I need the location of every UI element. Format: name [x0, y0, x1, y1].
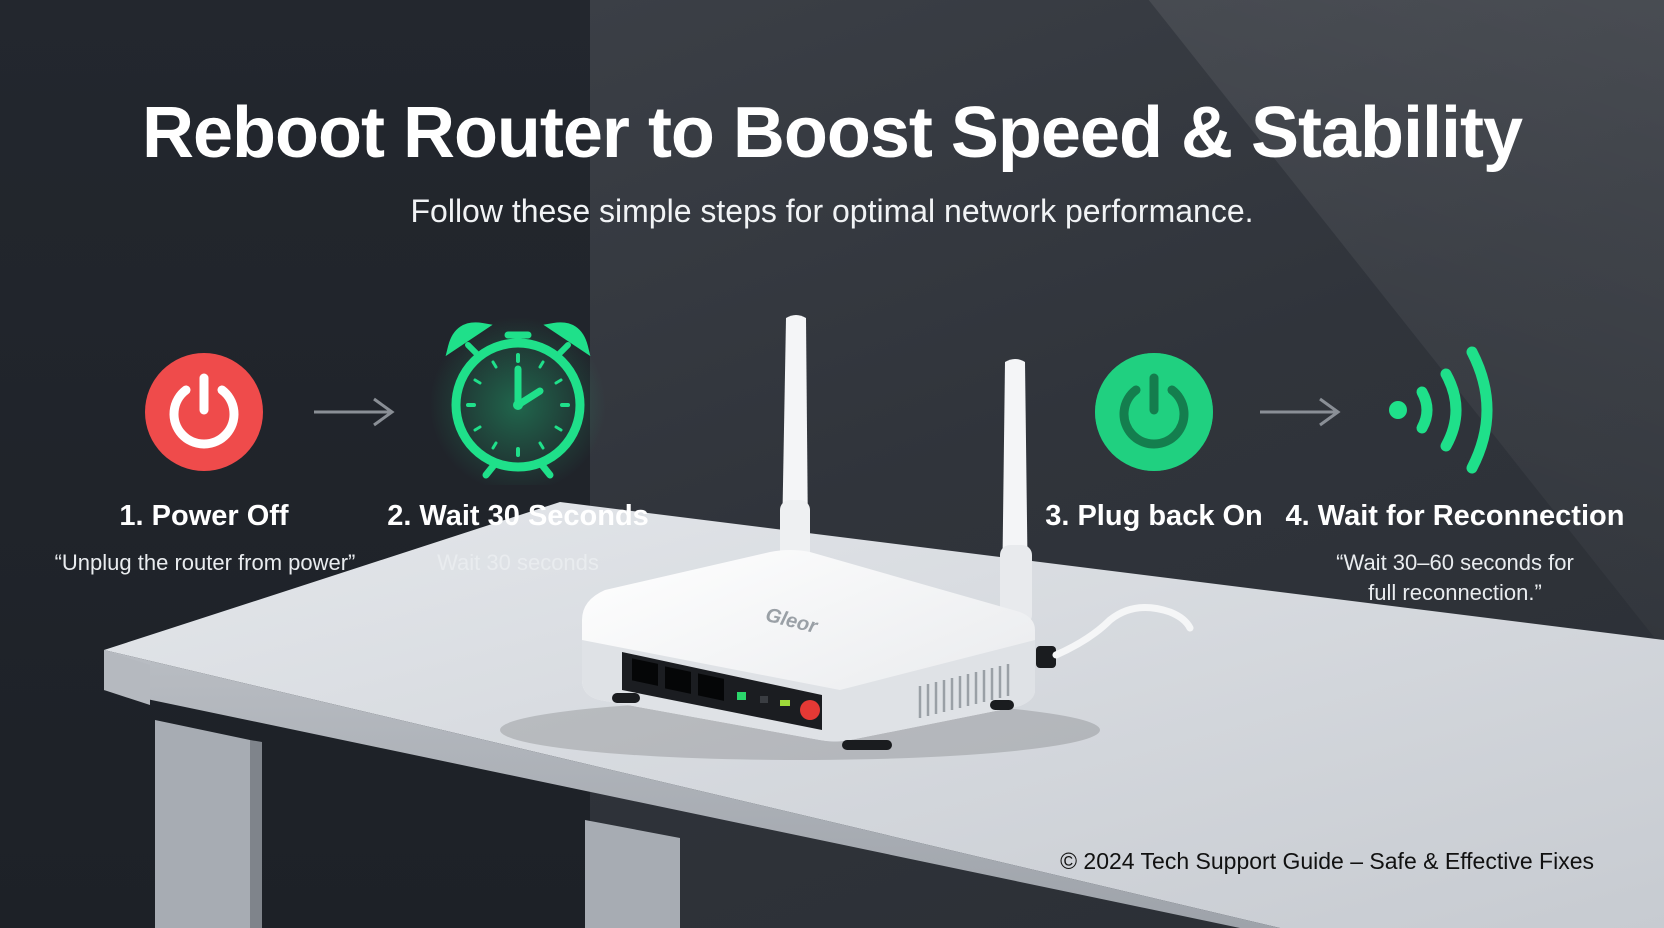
power-on-icon [1095, 353, 1213, 471]
step-4-label: 4. Wait for Reconnection [1285, 500, 1625, 532]
step-4-description-line-2: full reconnection.” [1368, 580, 1542, 605]
page-title: Reboot Router to Boost Speed & Stability [141, 93, 1523, 173]
router [582, 550, 1194, 750]
step-4-description-line-1: “Wait 30–60 seconds for [1336, 550, 1574, 575]
table-front-edge [104, 650, 1280, 928]
power-off-icon [145, 353, 263, 471]
page-subtitle: Follow these simple steps for optimal ne… [410, 193, 1254, 229]
footer-copyright: © 2024 Tech Support Guide – Safe & Effec… [1060, 848, 1594, 874]
alarm-clock-icon [430, 317, 606, 485]
arrow-right-icon-2 [1260, 397, 1341, 427]
step-1-description: “Unplug the router from power” [54, 550, 356, 575]
step-3-label: 3. Plug back On [1045, 500, 1263, 532]
wifi-signal-icon [1389, 346, 1493, 474]
step-2-description: Wait 30 seconds [437, 550, 599, 575]
table-legs [155, 720, 680, 928]
step-2-label: 2. Wait 30 Seconds [387, 500, 649, 532]
step-1-label: 1. Power Off [119, 500, 289, 532]
router-antennas [780, 315, 1032, 625]
step-4-description: “Wait 30–60 seconds for full reconnectio… [1285, 548, 1625, 608]
arrow-right-icon [314, 397, 395, 427]
